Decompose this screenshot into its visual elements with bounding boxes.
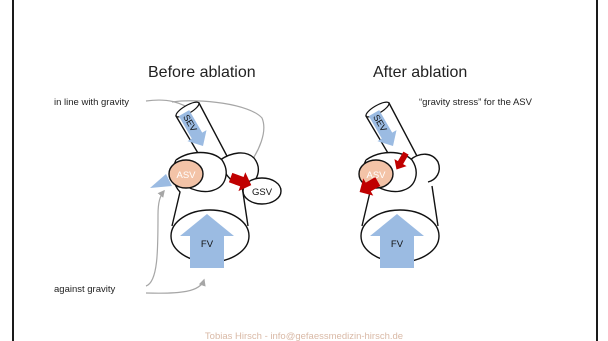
gsv-label: GSV — [252, 187, 273, 198]
asv-label: ASV — [176, 170, 196, 181]
connector-against-to-fv — [146, 280, 204, 293]
footer-contact: Tobias Hirsch - info@gefaessmedizin-hirs… — [0, 331, 608, 341]
connector-against-to-asv — [146, 191, 164, 286]
diagram-after-ablation: ASV SEV FV — [355, 100, 440, 268]
fv-label: FV — [201, 239, 214, 250]
diagram-before-ablation: GSV ASV SEV FV — [146, 100, 281, 294]
fv-label-after: FV — [391, 239, 404, 250]
